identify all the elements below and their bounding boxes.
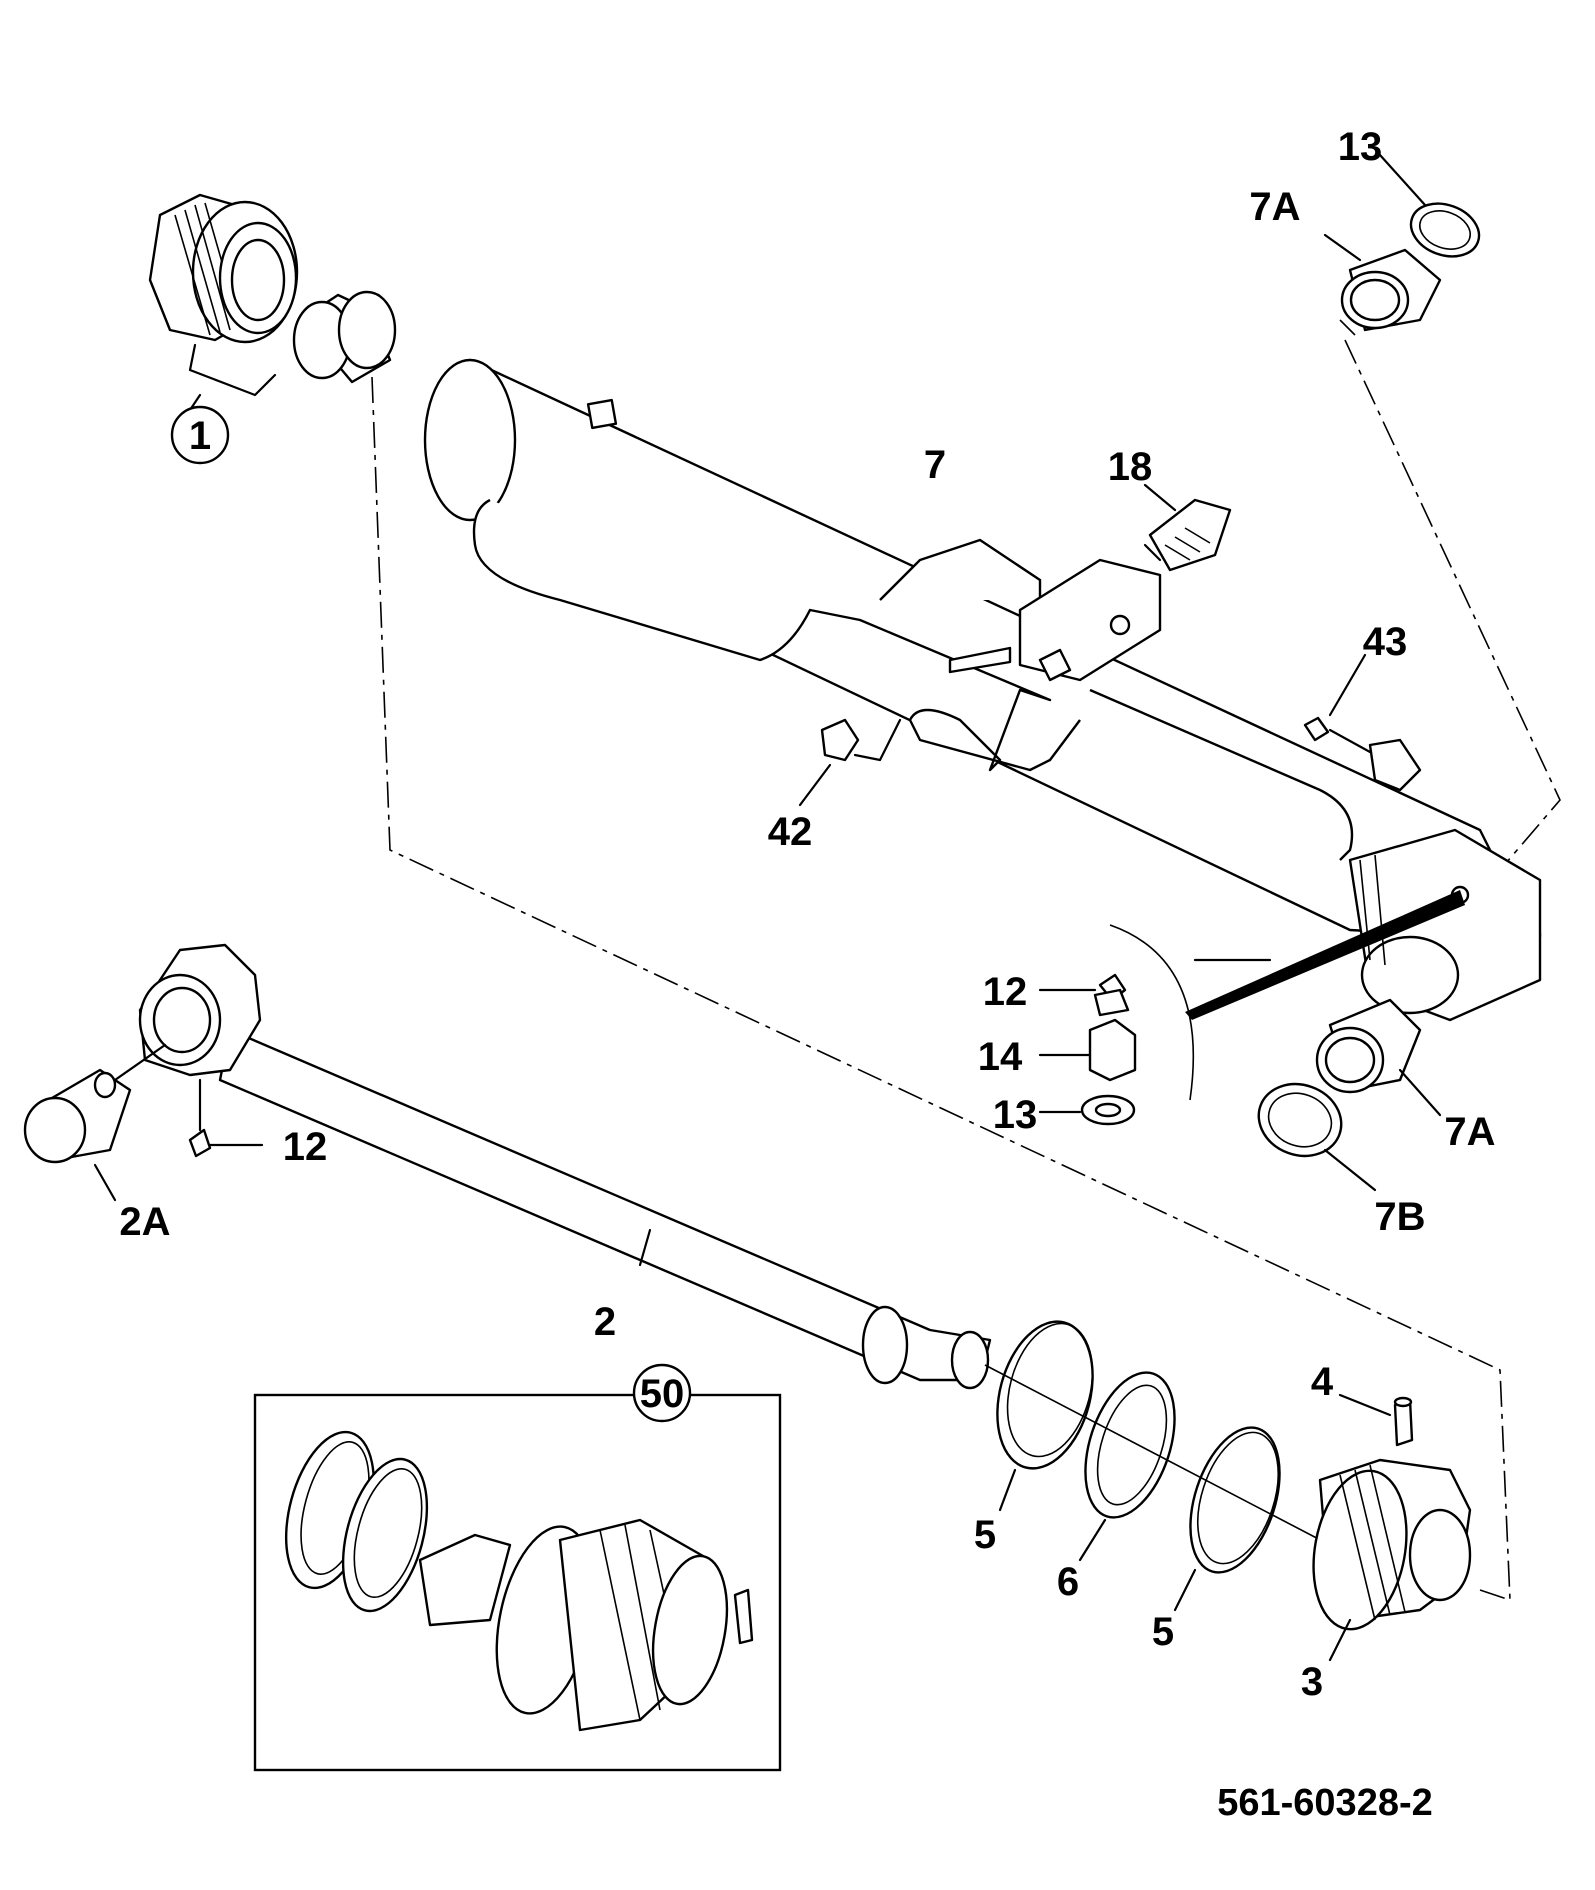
part-3-piston	[1312, 1458, 1472, 1662]
callout-labels: 1 7 18 13 7A 43 42 12 14 13 7A 7B 12 2A …	[119, 125, 1495, 1824]
label-7b: 7B	[1374, 1195, 1425, 1239]
part-12-rod-grease-nipple	[188, 1078, 264, 1158]
callout-circle-50	[632, 1363, 692, 1423]
drawing-number: 561-60328-2	[1217, 1782, 1433, 1824]
label-2a: 2A	[119, 1200, 170, 1244]
part-7b-seal	[1257, 1082, 1377, 1192]
callout-circle-1	[170, 405, 230, 465]
label-7a-bottom: 7A	[1444, 1110, 1495, 1154]
detail-fittings-cluster	[1038, 973, 1137, 1126]
label-12-rod: 12	[283, 1125, 328, 1169]
label-13-detail: 13	[993, 1093, 1038, 1137]
assembly-center-lines	[371, 319, 1561, 1602]
label-50: 50	[640, 1372, 685, 1416]
part-2a-pin	[23, 1043, 167, 1202]
label-43: 43	[1363, 620, 1408, 664]
part-13-top-seal	[1378, 153, 1481, 258]
part-2-rod	[138, 943, 992, 1390]
part-7a-top-bushing	[1323, 233, 1442, 332]
part-42-nut	[798, 718, 902, 807]
label-7a-top: 7A	[1249, 185, 1300, 229]
label-12-detail: 12	[983, 970, 1028, 1014]
label-2: 2	[594, 1300, 616, 1344]
label-6: 6	[1057, 1560, 1079, 1604]
label-4: 4	[1311, 1360, 1334, 1404]
label-3: 3	[1301, 1660, 1323, 1704]
label-5-second: 5	[1152, 1610, 1174, 1654]
label-14: 14	[978, 1035, 1023, 1079]
label-5-first: 5	[974, 1513, 996, 1557]
label-1: 1	[189, 414, 211, 458]
part-7-barrel	[423, 358, 1542, 1101]
part-43-elbow-fitting	[1303, 653, 1422, 792]
part-1-gland	[148, 193, 397, 412]
label-18: 18	[1108, 445, 1153, 489]
part-4-roll-pin	[1338, 1393, 1414, 1447]
part-7a-bottom-bushing	[1315, 998, 1442, 1117]
part-5-first-ring	[996, 1320, 1094, 1512]
seal-stack-center-line	[984, 1364, 1331, 1546]
seal-kit-50-box	[253, 1393, 782, 1772]
part-5-second-ring	[1173, 1426, 1281, 1612]
label-7: 7	[924, 443, 946, 487]
label-13-top: 13	[1338, 125, 1383, 169]
part-18-valve	[1143, 483, 1232, 572]
label-42: 42	[768, 810, 813, 854]
part-6-seal	[1078, 1371, 1176, 1562]
